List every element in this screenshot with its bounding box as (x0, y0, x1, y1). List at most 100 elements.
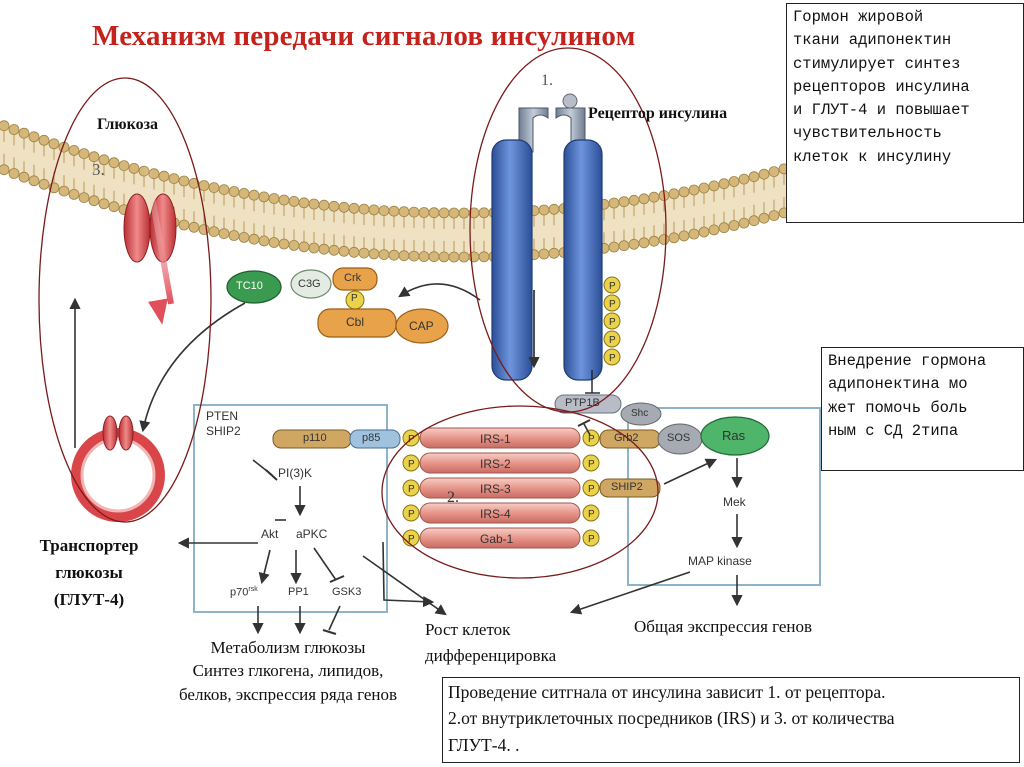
lipid-head (438, 207, 450, 219)
lipid-head (758, 168, 770, 180)
metabolism-line-1: Метаболизм глюкозы (210, 638, 366, 657)
lipid-head (58, 185, 70, 197)
lipid-head (328, 244, 340, 256)
irs-phospho (402, 479, 420, 497)
gsk3-label: GSK3 (332, 586, 362, 598)
lipid-head (348, 246, 360, 258)
insulin-receptor (491, 93, 603, 394)
lipid-head (548, 203, 560, 215)
lipid-head (248, 233, 260, 245)
lipid-head (308, 198, 320, 210)
adiponectin-line-6: чувствительность (793, 124, 942, 143)
lipid-head (288, 239, 300, 251)
lipid-head (548, 247, 560, 259)
pathway-arrows (69, 283, 743, 635)
lipid-head (378, 205, 390, 217)
marker-1-label: 1. (541, 72, 553, 89)
lipid-head (478, 207, 490, 219)
receptor-phospho-label: P (609, 299, 616, 310)
lipid-head (248, 189, 260, 201)
crk-cbl-p-label: P (351, 293, 358, 304)
receptor-phospho-3 (603, 312, 621, 330)
lipid-head (698, 182, 710, 194)
lipid-head (688, 228, 700, 240)
adiponectin-line-3: стимулирует синтез (793, 54, 961, 73)
receptor-phospho-label: P (609, 281, 616, 292)
receptor-phospho-label: P (609, 317, 616, 328)
irs-phospho (582, 504, 600, 522)
lipid-head (428, 251, 440, 263)
pi3k-pathway-panel (193, 404, 388, 613)
lipid-head (398, 206, 410, 218)
c3g-node (290, 269, 332, 299)
lipid-head (678, 230, 690, 242)
marker-3-label: 3. (92, 160, 105, 179)
irs-phospho (582, 529, 600, 547)
irs-phospho-label: P (408, 459, 415, 470)
lipid-head (228, 230, 240, 241)
cbl-complex (226, 267, 449, 344)
lipid-head (28, 175, 40, 187)
lipid-head (78, 148, 90, 160)
akt-label: Akt (261, 527, 279, 541)
lipid-head (198, 180, 210, 191)
lipid-head (298, 197, 310, 209)
lipid-head (668, 188, 680, 200)
diabetes-line-2: адипонектина мо (828, 375, 968, 394)
growth-line-1: Рост клеток (425, 620, 511, 639)
lipid-head (268, 237, 280, 248)
lipid-head (38, 134, 50, 146)
lipid-head (338, 245, 350, 257)
receptor-phospho-label: P (609, 335, 616, 346)
irs2-label: IRS-2 (480, 457, 511, 471)
lipid-head (728, 220, 740, 231)
irs-phospho (582, 429, 600, 447)
lipid-head (388, 205, 400, 217)
lipid-head (108, 201, 120, 213)
lipid-head (278, 238, 290, 250)
lipid-head (618, 196, 630, 208)
lipid-head (648, 191, 660, 203)
irs-phospho-label: P (588, 434, 595, 445)
irs-phospho (582, 479, 600, 497)
lipid-head (8, 124, 20, 135)
cap-label: CAP (409, 319, 434, 333)
lipid-head (638, 237, 650, 249)
lipid-head (8, 168, 20, 179)
summary-note: Проведение ситгнала от инсулина зависит … (442, 677, 1020, 763)
lipid-head (0, 120, 10, 132)
lipid-head (428, 207, 440, 219)
lipid-head (418, 207, 430, 218)
mapk-label: MAP kinase (688, 554, 752, 568)
lipid-head (458, 251, 470, 263)
diabetes-line-1: Внедрение гормона (828, 352, 987, 370)
lipid-head (368, 248, 380, 260)
lipid-head (18, 171, 30, 183)
irs-bar-2 (419, 452, 581, 474)
irs-bar-1 (419, 427, 581, 449)
lipid-head (238, 187, 250, 199)
ptp1b-label: PTP1B (565, 397, 600, 409)
summary-line-3: ГЛУТ-4. . (448, 734, 520, 755)
lipid-head (748, 171, 760, 183)
lipid-head (68, 188, 80, 200)
lipid-head (638, 193, 650, 205)
lipid-head (678, 186, 690, 198)
lipid-head (68, 144, 80, 156)
lipid-head (78, 192, 90, 204)
irs1-label: IRS-1 (480, 432, 511, 446)
lipid-head (258, 191, 270, 203)
growth-label: Рост клеток дифференцировка (425, 617, 556, 670)
irs-bar-3 (419, 477, 581, 499)
gab1-label: Gab-1 (480, 532, 514, 546)
lipid-head (768, 210, 780, 222)
ship2-label: SHIP2 (611, 481, 643, 493)
irs3-label: IRS-3 (480, 482, 511, 496)
summary-line-2: 2.от внутриклеточных посредников (IRS) и… (448, 708, 895, 729)
lipid-head (208, 182, 220, 194)
lipid-head (738, 217, 750, 229)
lipid-head (118, 160, 130, 172)
lipid-head (378, 249, 390, 261)
lipid-head (108, 157, 120, 169)
